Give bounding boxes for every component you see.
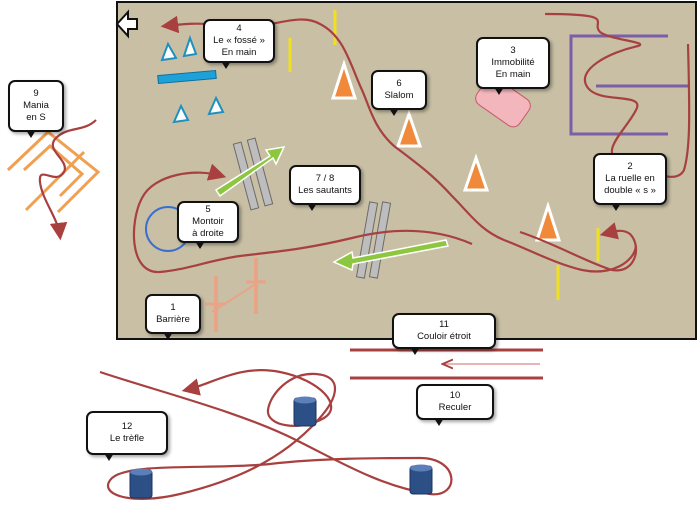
slalom-cones	[330, 59, 562, 242]
yellow-posts	[288, 10, 600, 300]
route-loop-lower	[132, 163, 473, 274]
small-cones	[160, 35, 225, 124]
fosse-bar	[157, 69, 217, 85]
mania-route	[38, 119, 97, 241]
barrel-icon	[293, 396, 317, 427]
couloir-etroit-lines	[350, 348, 543, 380]
barriere-poles	[205, 258, 266, 332]
barrel-icon	[129, 468, 153, 499]
barrel-icon	[409, 464, 433, 495]
mania-en-s-lines	[6, 130, 101, 214]
trefle-route	[99, 369, 453, 500]
arrow-left-icon[interactable]	[115, 9, 138, 39]
jump-direction-arrows	[214, 146, 449, 272]
route-ruelle-exit	[519, 222, 638, 272]
